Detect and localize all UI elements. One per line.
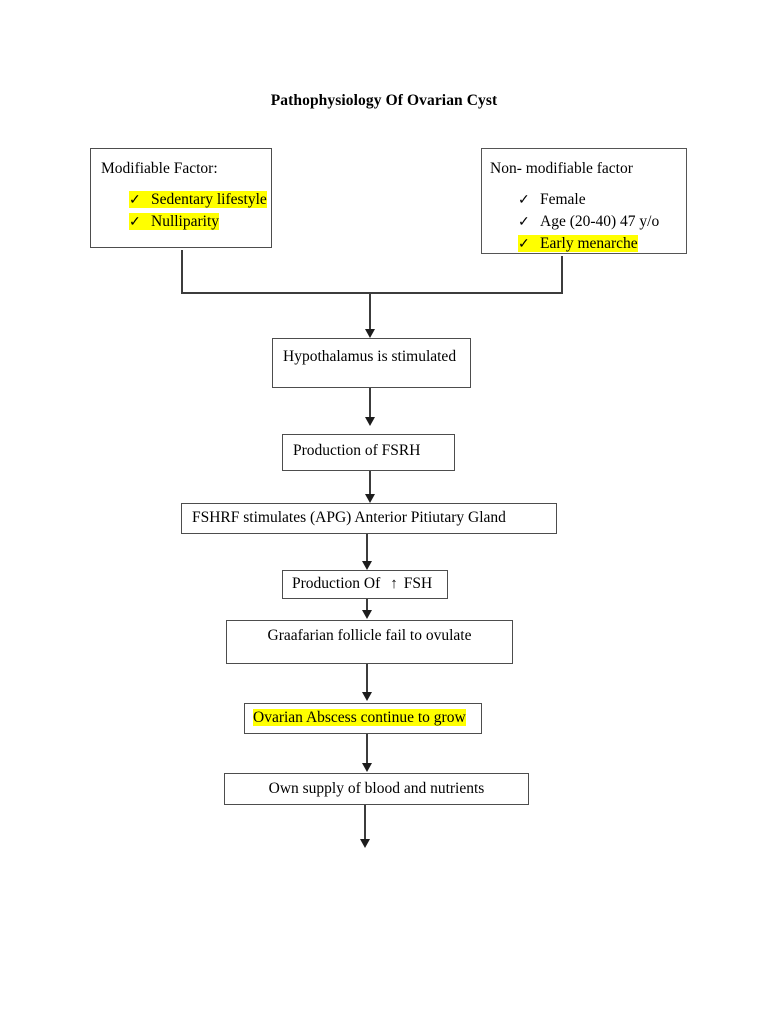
step-box-hypothalamus: Hypothalamus is stimulated	[272, 338, 471, 388]
step-label: Hypothalamus is stimulated	[283, 348, 457, 365]
step-label: FSHRF stimulates (APG) Anterior Pitiutar…	[192, 509, 506, 526]
modifiable-factor-item-label: Sedentary lifestyle	[151, 191, 267, 209]
check-icon: ✓	[518, 215, 530, 231]
check-icon: ✓	[129, 215, 141, 231]
step-box-production-of-fsrh: Production of FSRH	[282, 434, 455, 471]
list-item: ✓ Nulliparity	[129, 211, 271, 233]
non-modifiable-factor-item-label: Female	[540, 191, 586, 209]
step-label: Ovarian Abscess continue to grow	[253, 709, 466, 726]
modifiable-factor-heading: Modifiable Factor:	[101, 160, 218, 177]
arrowhead-icon	[365, 494, 375, 503]
connector-fshrf-to-fsh	[366, 534, 368, 562]
non-modifiable-factor-item-label: Age (20-40) 47 y/o	[540, 213, 660, 231]
connector-supply-outgoing	[364, 805, 366, 841]
arrowhead-icon	[362, 561, 372, 570]
connector-abscess-to-supply	[366, 734, 368, 764]
non-modifiable-factor-item-label: Early menarche	[540, 235, 638, 253]
connector-right-drop	[561, 256, 563, 294]
connector-left-drop	[181, 250, 183, 294]
step-label: Own supply of blood and nutrients	[268, 780, 485, 797]
arrowhead-icon	[362, 692, 372, 701]
arrowhead-icon	[362, 610, 372, 619]
arrowhead-icon	[365, 329, 375, 338]
step-box-ovarian-abscess: Ovarian Abscess continue to grow	[244, 703, 482, 734]
list-item: ✓ Sedentary lifestyle	[129, 189, 271, 211]
connector-graafarian-to-abscess	[366, 664, 368, 693]
check-icon: ✓	[518, 237, 530, 253]
step-box-production-of-fsh: Production Of ↑ FSH	[282, 570, 448, 599]
page-title: Pathophysiology Of Ovarian Cyst	[270, 92, 498, 109]
step-label: Graafarian follicle fail to ovulate	[267, 627, 472, 644]
arrowhead-icon	[362, 763, 372, 772]
non-modifiable-factor-box: Non- modifiable factor ✓ Female ✓ Age (20-…	[481, 148, 687, 254]
connector-fsh-to-graafarian	[366, 599, 368, 611]
modifiable-factor-box: Modifiable Factor: ✓ Sedentary lifestyle …	[90, 148, 272, 248]
check-icon: ✓	[518, 193, 530, 209]
step-box-own-supply: Own supply of blood and nutrients	[224, 773, 529, 805]
connector-fsrh-to-fshrf	[369, 471, 371, 495]
step-label-prefix: Production Of	[292, 575, 381, 592]
connector-merge-to-hypothalamus	[369, 292, 371, 330]
arrow-up-icon: ↑	[390, 576, 398, 592]
step-label: Production of FSRH	[293, 442, 421, 459]
list-item: ✓ Age (20-40) 47 y/o	[518, 211, 686, 233]
connector-hypothalamus-to-fsrh	[369, 388, 371, 418]
list-item: ✓ Female	[518, 189, 686, 211]
step-label-suffix: FSH	[403, 575, 433, 592]
step-box-fshrf-stimulates-apg: FSHRF stimulates (APG) Anterior Pitiutar…	[181, 503, 557, 534]
step-box-graafarian-follicle: Graafarian follicle fail to ovulate	[226, 620, 513, 664]
modifiable-factor-list: ✓ Sedentary lifestyle ✓ Nulliparity	[101, 189, 271, 233]
arrowhead-icon	[365, 417, 375, 426]
check-icon: ✓	[129, 193, 141, 209]
list-item: ✓ Early menarche	[518, 233, 686, 255]
connector-merge-bar	[181, 292, 563, 294]
non-modifiable-factor-list: ✓ Female ✓ Age (20-40) 47 y/o ✓ Early menar…	[490, 189, 686, 255]
non-modifiable-factor-heading: Non- modifiable factor	[490, 160, 633, 177]
modifiable-factor-item-label: Nulliparity	[151, 213, 220, 231]
arrowhead-icon	[360, 839, 370, 848]
